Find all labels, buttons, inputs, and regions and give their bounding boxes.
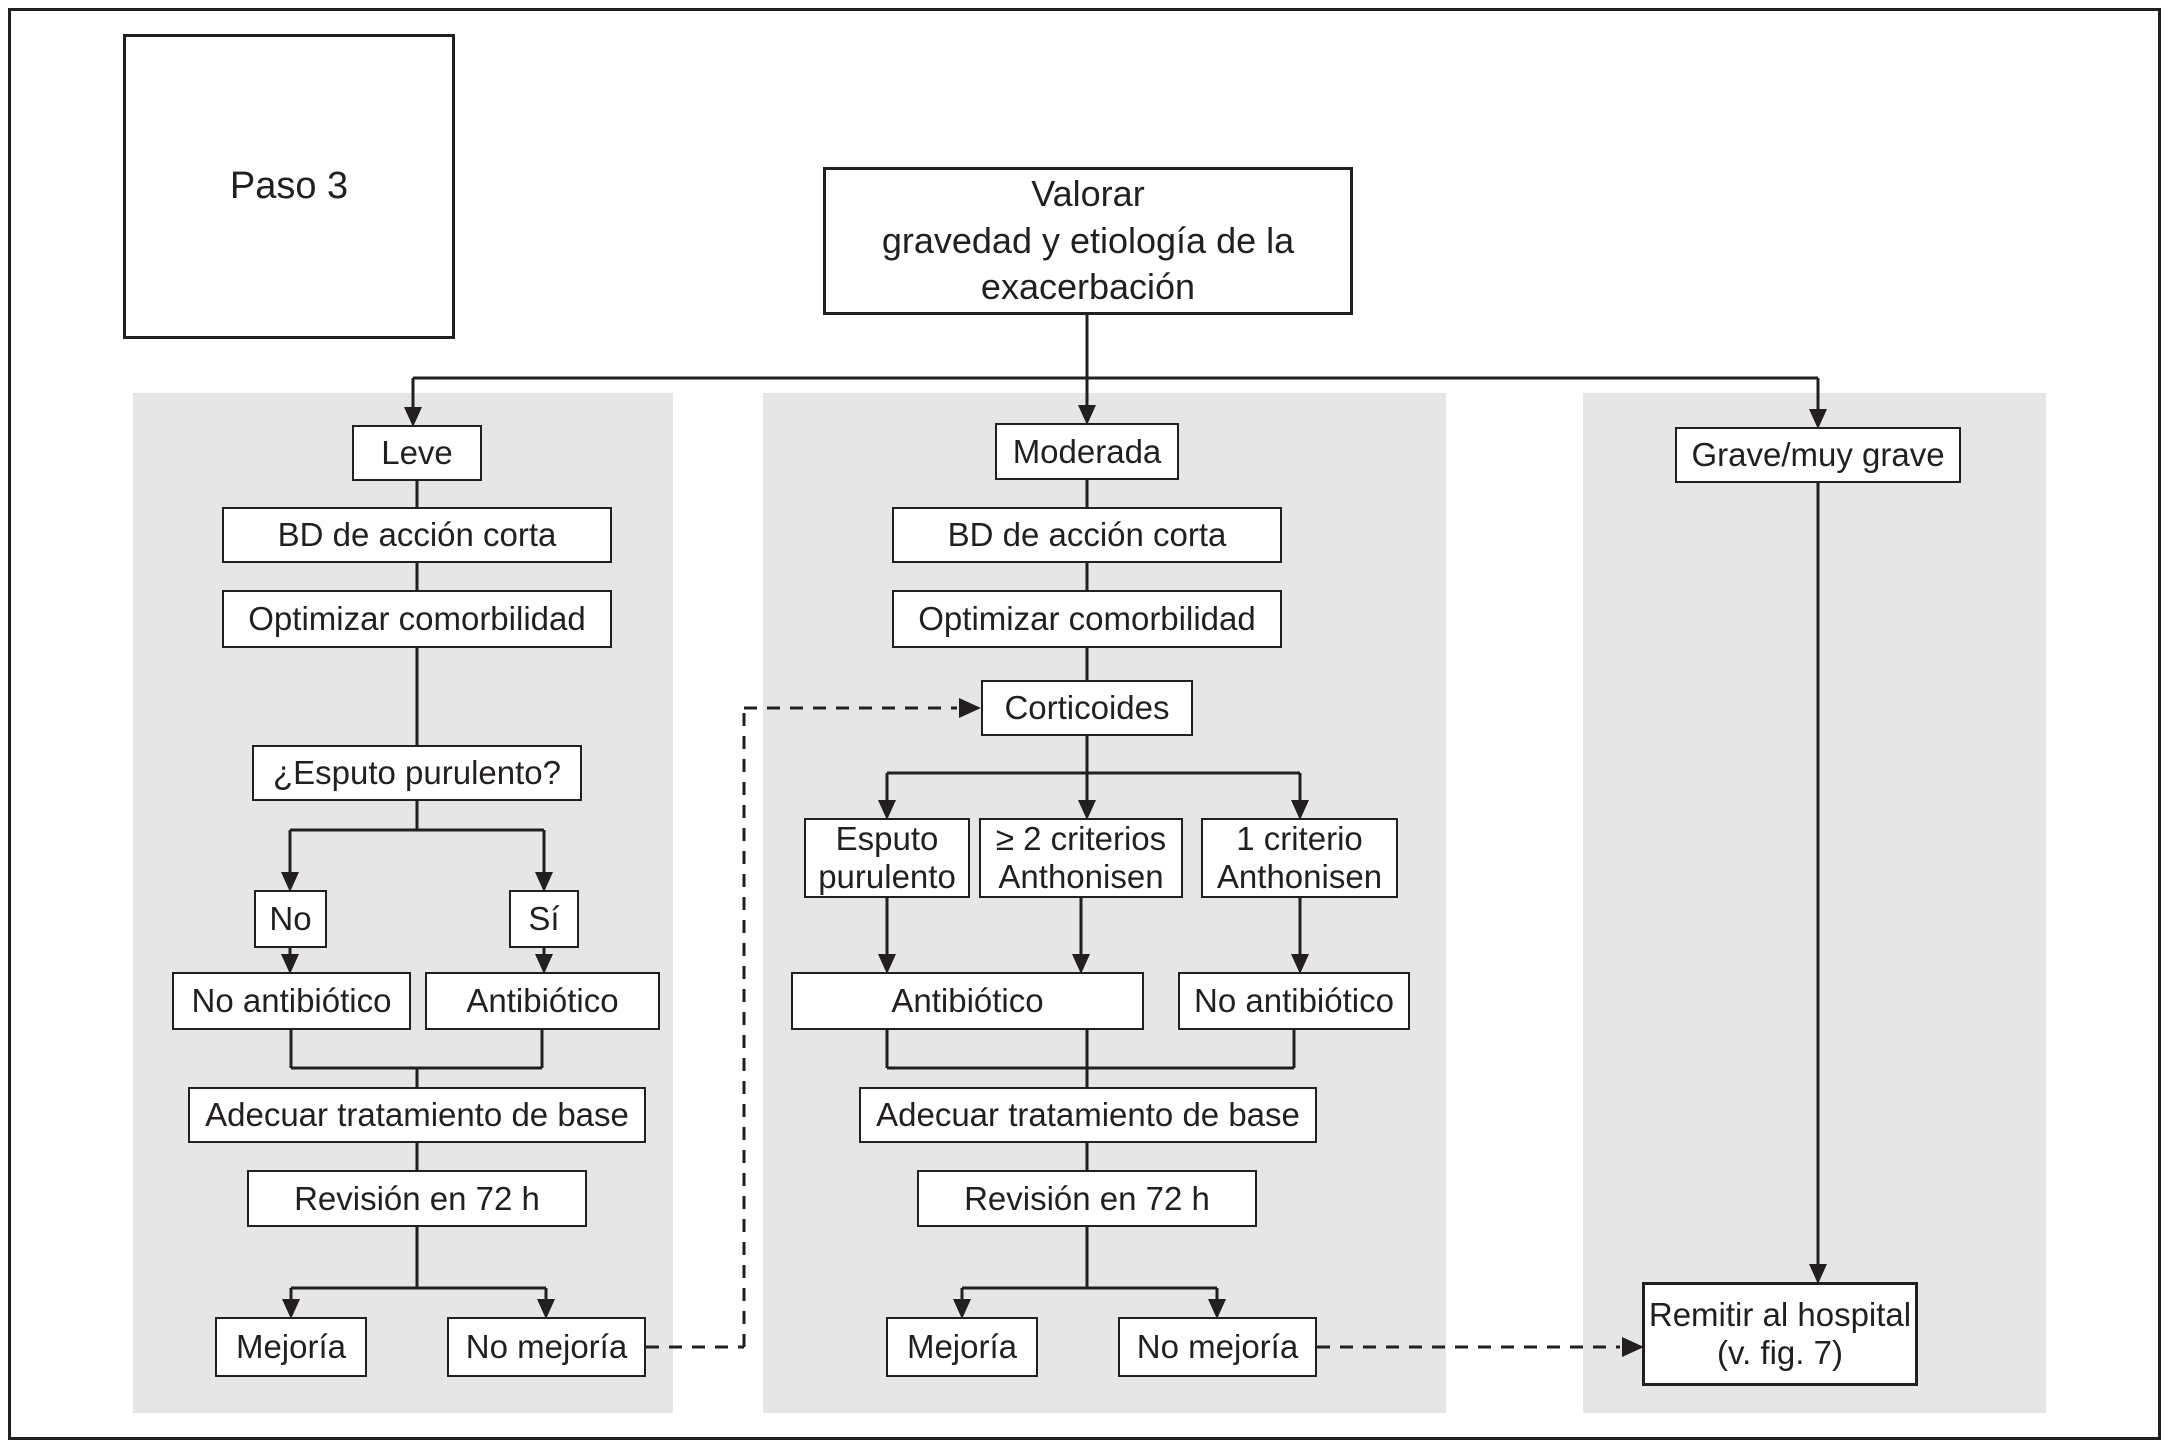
leve-esputo-question-box: ¿Esputo purulento? <box>252 745 582 801</box>
moderada-2-criterios-box: ≥ 2 criterios Anthonisen <box>979 818 1183 898</box>
moderada-mejoria-box: Mejoría <box>886 1317 1038 1377</box>
panel-grave <box>1583 393 2046 1413</box>
leve-bd-box: BD de acción corta <box>222 507 612 563</box>
leve-optimizar-box: Optimizar comorbilidad <box>222 590 612 648</box>
moderada-1-criterio-box: 1 criterio Anthonisen <box>1201 818 1398 898</box>
leve-si-box: Sí <box>509 890 579 948</box>
moderada-optimizar-box: Optimizar comorbilidad <box>892 590 1282 648</box>
paso-3-box: Paso 3 <box>123 34 455 339</box>
moderada-adecuar-box: Adecuar tratamiento de base <box>859 1087 1317 1143</box>
moderada-no-antibiotico-box: No antibiótico <box>1178 972 1410 1030</box>
moderada-antibiotico-box: Antibiótico <box>791 972 1144 1030</box>
leve-no-antibiotico-box: No antibiótico <box>172 972 411 1030</box>
leve-no-mejoria-box: No mejoría <box>447 1317 646 1377</box>
grave-header-box: Grave/muy grave <box>1675 427 1961 483</box>
moderada-header-box: Moderada <box>995 423 1179 480</box>
solid-connector-lines <box>288 315 1820 1301</box>
leve-header-box: Leve <box>352 425 482 481</box>
leve-adecuar-box: Adecuar tratamiento de base <box>188 1087 646 1143</box>
moderada-esputo-purulento-box: Esputo purulento <box>804 818 970 898</box>
moderada-corticoides-box: Corticoides <box>981 680 1193 736</box>
leve-no-box: No <box>254 890 327 948</box>
root-valorar-box: Valorar gravedad y etiología de la exace… <box>823 167 1353 315</box>
dashed-feedback-lines <box>646 706 1620 1349</box>
panel-leve <box>133 393 673 1413</box>
leve-antibiotico-box: Antibiótico <box>425 972 660 1030</box>
panel-moderada <box>763 393 1446 1413</box>
outer-border <box>8 8 2161 1440</box>
grave-remitir-hospital-box: Remitir al hospital (v. fig. 7) <box>1642 1282 1918 1386</box>
moderada-no-mejoria-box: No mejoría <box>1118 1317 1317 1377</box>
leve-mejoria-box: Mejoría <box>215 1317 367 1377</box>
leve-revision-box: Revisión en 72 h <box>247 1170 587 1227</box>
moderada-bd-box: BD de acción corta <box>892 507 1282 563</box>
moderada-revision-box: Revisión en 72 h <box>917 1170 1257 1227</box>
